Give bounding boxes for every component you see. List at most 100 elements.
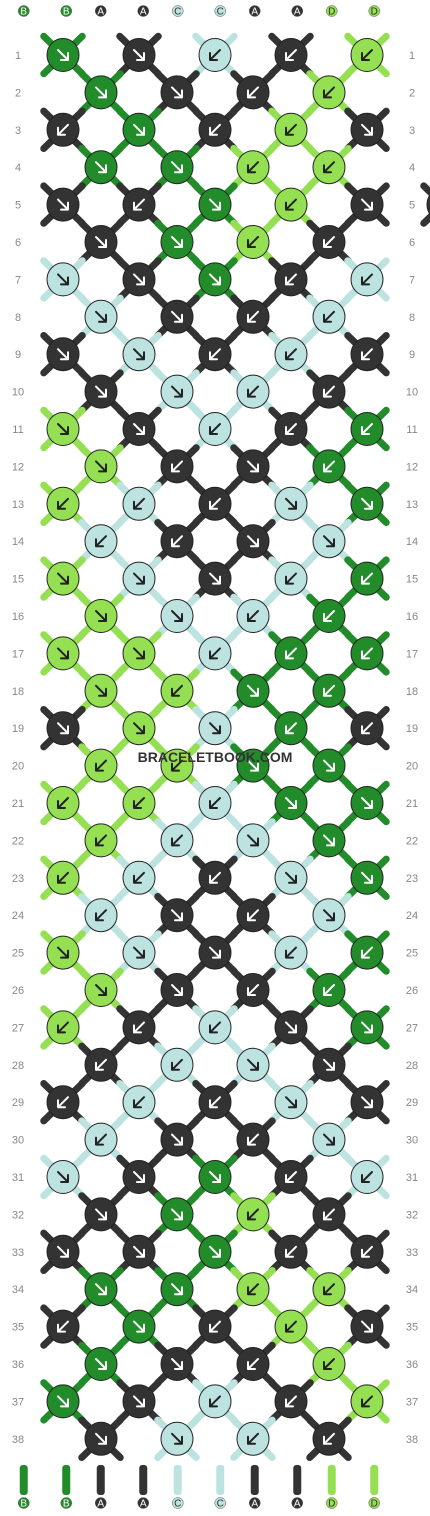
knot — [274, 711, 308, 746]
knot-arrow-icon — [323, 610, 335, 622]
row-number-right: 36 — [406, 1359, 418, 1371]
knot — [236, 823, 270, 858]
knot-arrow-icon — [133, 722, 145, 735]
knot-arrow-icon — [285, 797, 297, 809]
strand-bottom-tail — [96, 1465, 105, 1495]
knot-arrow-icon — [209, 572, 221, 585]
knot — [198, 38, 232, 72]
knot-arrow-icon — [323, 1432, 335, 1445]
strand-top-swatch — [326, 5, 338, 17]
row-number-left: 20 — [12, 761, 24, 773]
knot — [312, 1272, 346, 1307]
knot — [274, 636, 308, 671]
knot-arrow-icon — [209, 722, 221, 735]
knot-arrow-icon — [361, 1320, 373, 1333]
row-number-left: 11 — [12, 424, 23, 436]
knot-arrow-icon — [247, 460, 259, 473]
knot — [236, 524, 270, 559]
knot-arrow-icon — [171, 86, 183, 99]
knot — [274, 486, 308, 521]
knot-arrow-icon — [133, 1171, 145, 1183]
row-number-right: 8 — [409, 312, 415, 324]
knot-arrow-icon — [95, 161, 107, 174]
knot-arrow-icon — [247, 86, 259, 99]
knot — [84, 449, 118, 484]
knot-arrow-icon — [209, 273, 221, 286]
row-number-left: 12 — [12, 461, 24, 473]
knot — [312, 1347, 346, 1381]
knot-arrow-icon — [57, 1096, 69, 1109]
knot-arrow-icon — [133, 1021, 145, 1034]
knot — [274, 1309, 308, 1344]
row-number-right: 30 — [406, 1135, 418, 1147]
row-number-right: 35 — [406, 1322, 418, 1334]
knot-arrow-icon — [57, 1245, 69, 1258]
knot-arrow-icon — [285, 1245, 297, 1258]
strand-top-label: C — [217, 7, 224, 18]
row-number-left: 2 — [15, 87, 21, 99]
knot-arrow-icon — [361, 722, 373, 735]
knot — [198, 262, 232, 297]
knot-arrow-icon — [209, 1021, 221, 1034]
row-number-right: 1 — [409, 50, 415, 62]
knot — [46, 262, 80, 297]
knot — [312, 1421, 346, 1456]
knot — [198, 786, 232, 820]
knot — [198, 412, 232, 446]
knot-arrow-icon — [209, 123, 221, 136]
watermark: BRACELETBOOK.COM — [138, 749, 293, 765]
knot-arrow-icon — [133, 1395, 145, 1408]
knot — [274, 561, 308, 596]
knot-arrow-icon — [361, 1245, 373, 1258]
knot — [160, 599, 194, 633]
strand-bottom-swatch — [137, 1497, 149, 1509]
knot — [198, 337, 232, 372]
knot-arrow-icon — [323, 1358, 335, 1370]
knot-arrow-icon — [323, 535, 335, 548]
row-number-right: 24 — [406, 910, 418, 922]
knot-arrow-icon — [361, 797, 373, 809]
knot — [312, 599, 346, 633]
knot-arrow-icon — [57, 647, 69, 660]
knot — [350, 486, 384, 521]
knot — [46, 38, 80, 72]
knot — [46, 486, 80, 521]
strand-bottom-label: A — [294, 1499, 301, 1510]
row-number-left: 25 — [12, 948, 24, 960]
row-number-left: 14 — [12, 536, 24, 548]
strand-bottom-label: D — [328, 1499, 335, 1510]
knot-arrow-icon — [247, 236, 259, 248]
row-number-left: 23 — [12, 873, 24, 885]
strand-top-swatch — [95, 5, 107, 17]
knot-arrow-icon — [57, 572, 69, 585]
knot — [122, 337, 156, 372]
knot-arrow-icon — [209, 1395, 221, 1408]
knot — [312, 225, 346, 259]
row-number-left: 3 — [15, 125, 21, 137]
knot-arrow-icon — [95, 610, 107, 622]
knot — [312, 673, 346, 708]
strand-bottom-swatch — [291, 1497, 303, 1509]
knot — [236, 898, 270, 933]
knot-arrow-icon — [133, 49, 145, 61]
knot-arrow-icon — [209, 1171, 221, 1183]
row-number-left: 18 — [12, 686, 24, 698]
knot — [312, 449, 346, 484]
strand-top-swatch — [214, 5, 226, 17]
knot-arrow-icon — [57, 1171, 69, 1183]
knot — [198, 1085, 232, 1120]
knot-arrow-icon — [285, 1320, 297, 1333]
row-number-right: 37 — [406, 1396, 418, 1408]
knot — [160, 1347, 194, 1381]
knot-arrow-icon — [209, 198, 221, 211]
knot — [312, 524, 346, 559]
strand-bottom-tail — [327, 1465, 336, 1495]
row-number-left: 33 — [12, 1247, 24, 1259]
knot — [236, 449, 270, 484]
knot-arrow-icon — [285, 1395, 297, 1408]
knot — [236, 150, 270, 185]
knot-arrow-icon — [57, 1395, 69, 1408]
knot-arrow-icon — [133, 198, 145, 211]
knot-arrow-icon — [247, 1358, 259, 1370]
